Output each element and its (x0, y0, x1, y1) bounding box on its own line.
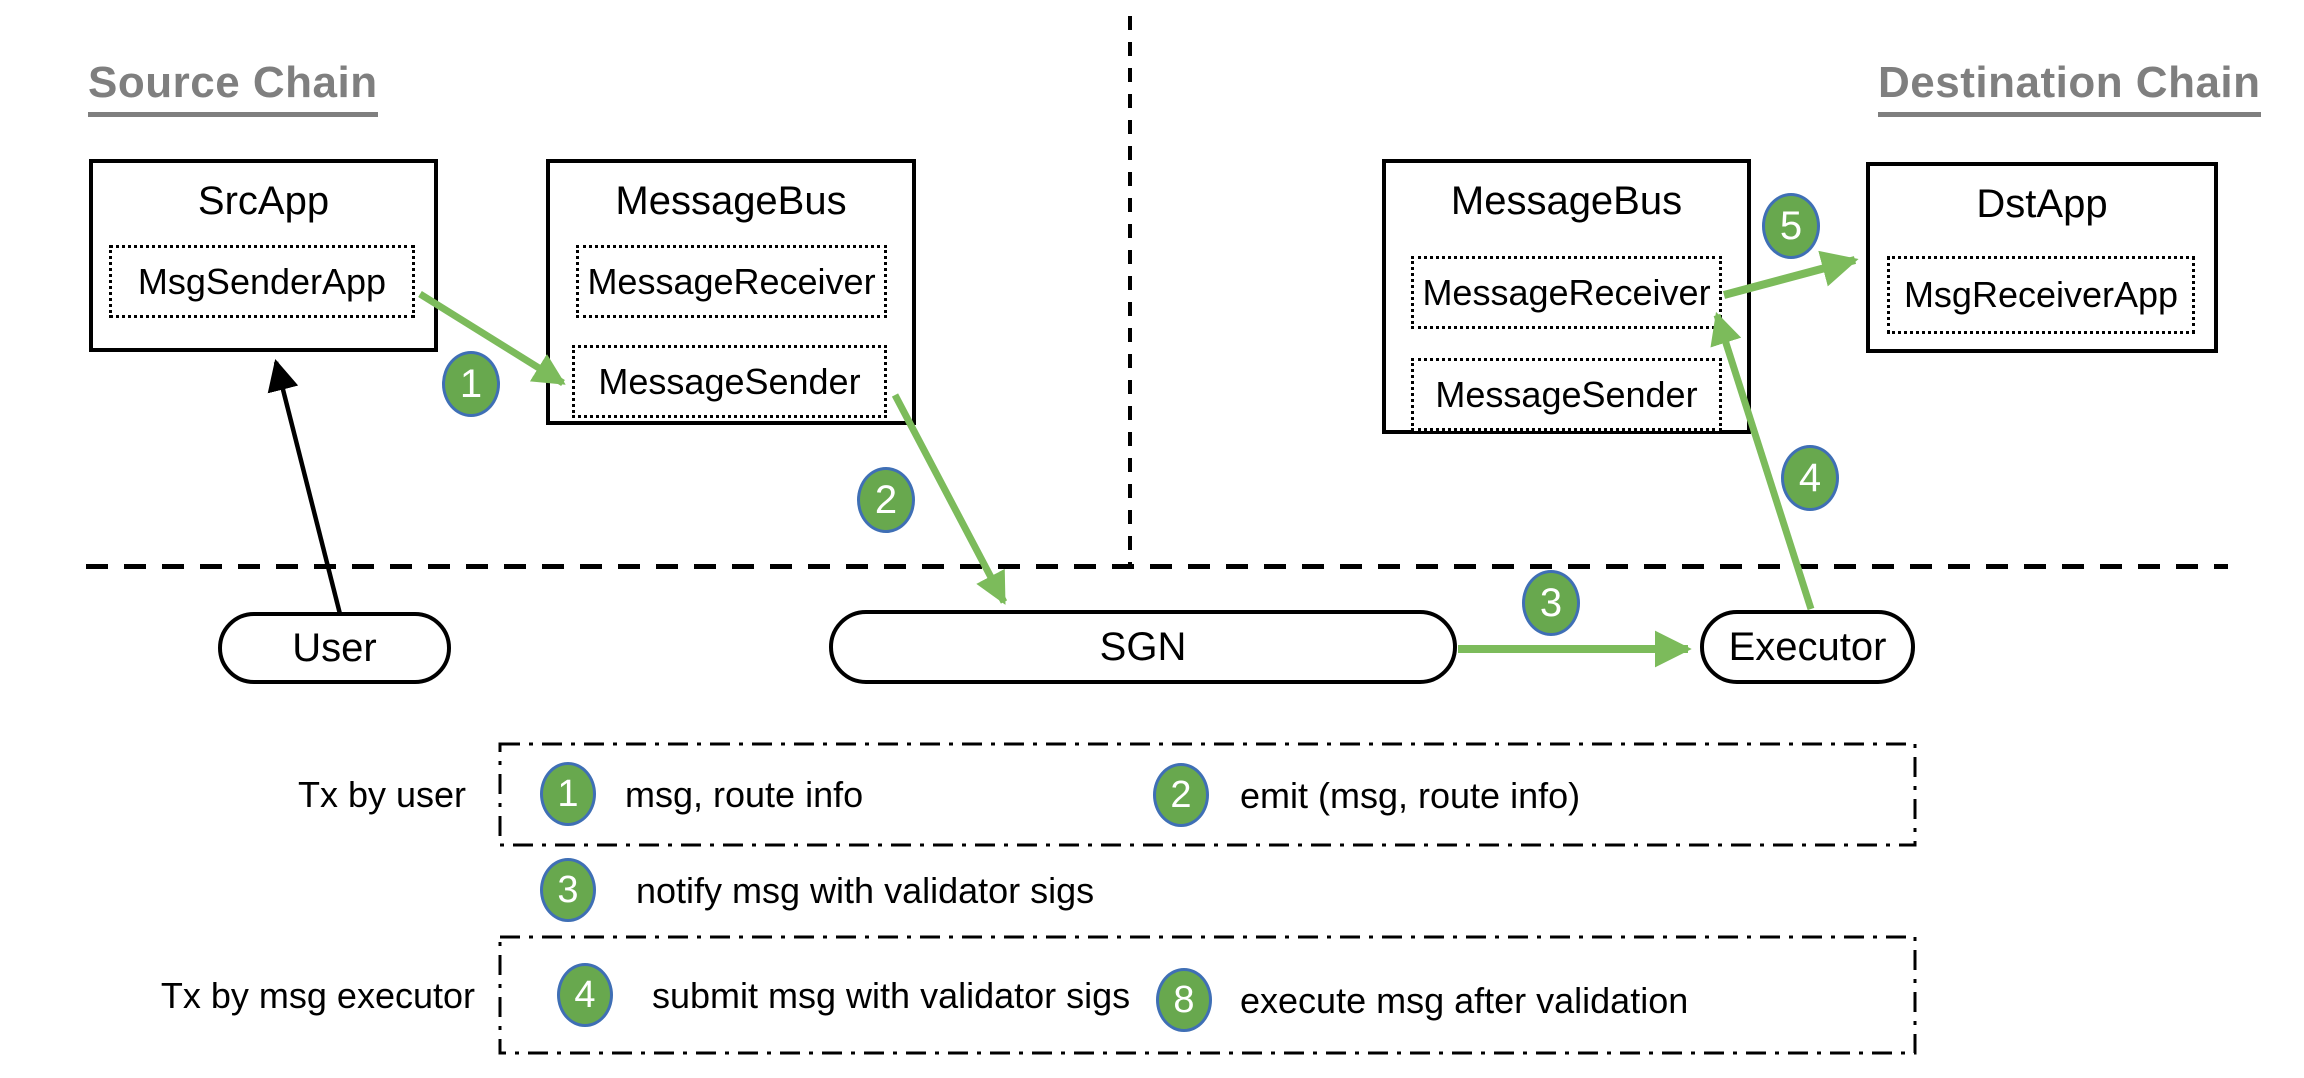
legend-badge-1: 1 (540, 762, 596, 826)
legend-badge-3: 3 (540, 858, 596, 922)
executor-pill: Executor (1700, 610, 1915, 684)
step-badge-5: 5 (1762, 193, 1820, 259)
step-badge-3: 3 (1522, 570, 1580, 636)
src-app-title: SrcApp (197, 179, 330, 223)
destination-message-receiver-box: MessageReceiver (1411, 256, 1722, 329)
source-message-receiver-box: MessageReceiver (576, 245, 887, 318)
legend-badge-4: 4 (557, 963, 613, 1027)
step-badge-2: 2 (857, 467, 915, 533)
source-chain-heading: Source Chain (88, 58, 378, 117)
legend-badge-2: 2 (1153, 763, 1209, 827)
user-pill: User (218, 612, 451, 684)
destination-chain-heading: Destination Chain (1878, 58, 2261, 117)
source-message-sender-box: MessageSender (572, 345, 887, 418)
legend-text-1: msg, route info (625, 774, 864, 815)
legend-text-8: execute msg after validation (1240, 980, 1689, 1021)
onchain-offchain-horizontal-dashed-line (86, 564, 2228, 569)
legend-text-2: emit (msg, route info) (1240, 775, 1581, 816)
legend-row2-label: Tx by msg executor (160, 975, 475, 1016)
legend-badge-8: 8 (1156, 968, 1212, 1032)
legend-row1-label: Tx by user (297, 774, 466, 815)
destination-message-bus-title: MessageBus (1450, 179, 1683, 223)
step-badge-1: 1 (442, 351, 500, 417)
legend-text-3: notify msg with validator sigs (636, 870, 1095, 911)
msg-sender-app-box: MsgSenderApp (109, 245, 415, 318)
step-badge-4: 4 (1781, 445, 1839, 511)
source-message-bus-title: MessageBus (615, 179, 847, 223)
msg-receiver-app-box: MsgReceiverApp (1887, 256, 2195, 334)
destination-message-sender-box: MessageSender (1411, 358, 1722, 431)
legend-text-4: submit msg with validator sigs (652, 975, 1131, 1016)
dst-app-title: DstApp (1976, 182, 2108, 226)
sgn-pill: SGN (829, 610, 1457, 684)
chain-separator-vertical-dashed-line (1128, 16, 1132, 567)
arrow-user-to-srcapp (267, 358, 343, 615)
